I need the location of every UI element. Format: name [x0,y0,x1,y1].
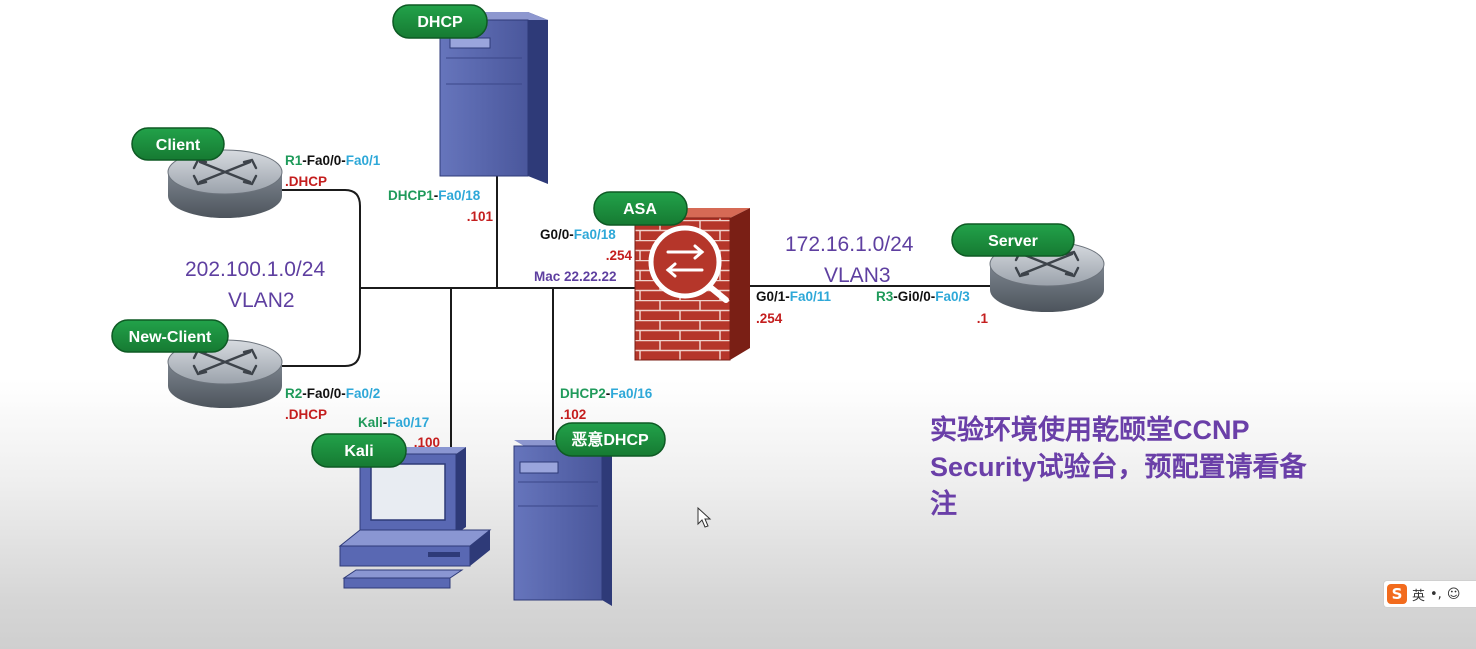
r2-interface-label: R2-Fa0/0-Fa0/2 [285,386,380,401]
asa-inside-address-label: .254 [606,248,633,263]
r3-address-label: .1 [977,311,989,326]
link-newclient-switch [282,288,361,367]
link-client-switch [282,189,361,288]
mouse-cursor-icon [697,506,712,528]
dhcp2-address-label: .102 [560,407,586,422]
client-router-icon[interactable] [167,149,283,218]
dhcp-server-icon[interactable] [439,12,548,184]
inside-vlan-label: VLAN2 [228,289,295,312]
asa-outside-interface-label: G0/1-Fa0/11 [756,289,832,304]
server-pill: Server [951,223,1075,257]
rogue-dhcp-server-icon[interactable] [513,440,612,606]
kali-computer-icon[interactable] [338,447,492,589]
inside-subnet-label: 202.100.1.0/24 [185,258,325,281]
client-label: Client [156,137,201,154]
dhcp1-interface-label: DHCP1-Fa0/18 [388,188,481,203]
dhcp-label: DHCP [417,14,463,31]
server-label: Server [988,233,1038,250]
asa-inside-interface-label: G0/0-Fa0/18 [540,227,616,242]
dhcp1-address-label: .101 [467,209,494,224]
ime-punctuation-toggle[interactable]: •, [1430,586,1442,602]
input-method-toolbar[interactable]: S 英 •, ☺ [1383,580,1476,608]
r1-address-label: .DHCP [285,174,327,189]
outside-subnet-label: 172.16.1.0/24 [785,233,914,256]
client-pill: Client [131,127,225,161]
note-line-3: 注 [930,489,957,519]
r3-interface-label: R3-Gi0/0-Fa0/3 [876,289,970,304]
kali-interface-label: Kali-Fa0/17 [358,415,429,430]
slide-note: 实验环境使用乾颐堂CCNP Security试验台，预配置请看备 注 [930,412,1360,523]
asa-outside-address-label: .254 [756,311,783,326]
asa-label: ASA [623,201,657,218]
dhcp2-interface-label: DHCP2-Fa0/16 [560,386,653,401]
asa-inside-mac-label: Mac 22.22.22 [534,269,617,284]
ime-emoji-icon[interactable]: ☺ [1446,586,1461,602]
ime-language-toggle[interactable]: 英 [1412,588,1426,604]
dhcp-pill: DHCP [392,4,488,39]
kali-address-label: .100 [414,435,440,450]
r2-address-label: .DHCP [285,407,327,422]
sogou-logo-icon[interactable]: S [1387,584,1407,604]
r1-interface-label: R1-Fa0/0-Fa0/1 [285,153,381,168]
kali-label: Kali [344,443,373,460]
kali-pill: Kali [311,433,407,468]
note-line-2: Security试验台，预配置请看备 [930,452,1307,482]
rogue-dhcp-label: 恶意DHCP [571,430,649,449]
new-client-label: New-Client [129,329,212,346]
note-line-1: 实验环境使用乾颐堂CCNP [930,415,1250,445]
new-client-pill: New-Client [111,319,229,353]
network-links [282,175,998,452]
rogue-dhcp-pill: 恶意DHCP [555,422,666,457]
asa-firewall-icon[interactable] [634,208,750,361]
outside-vlan-label: VLAN3 [824,264,891,287]
asa-pill: ASA [593,191,688,226]
